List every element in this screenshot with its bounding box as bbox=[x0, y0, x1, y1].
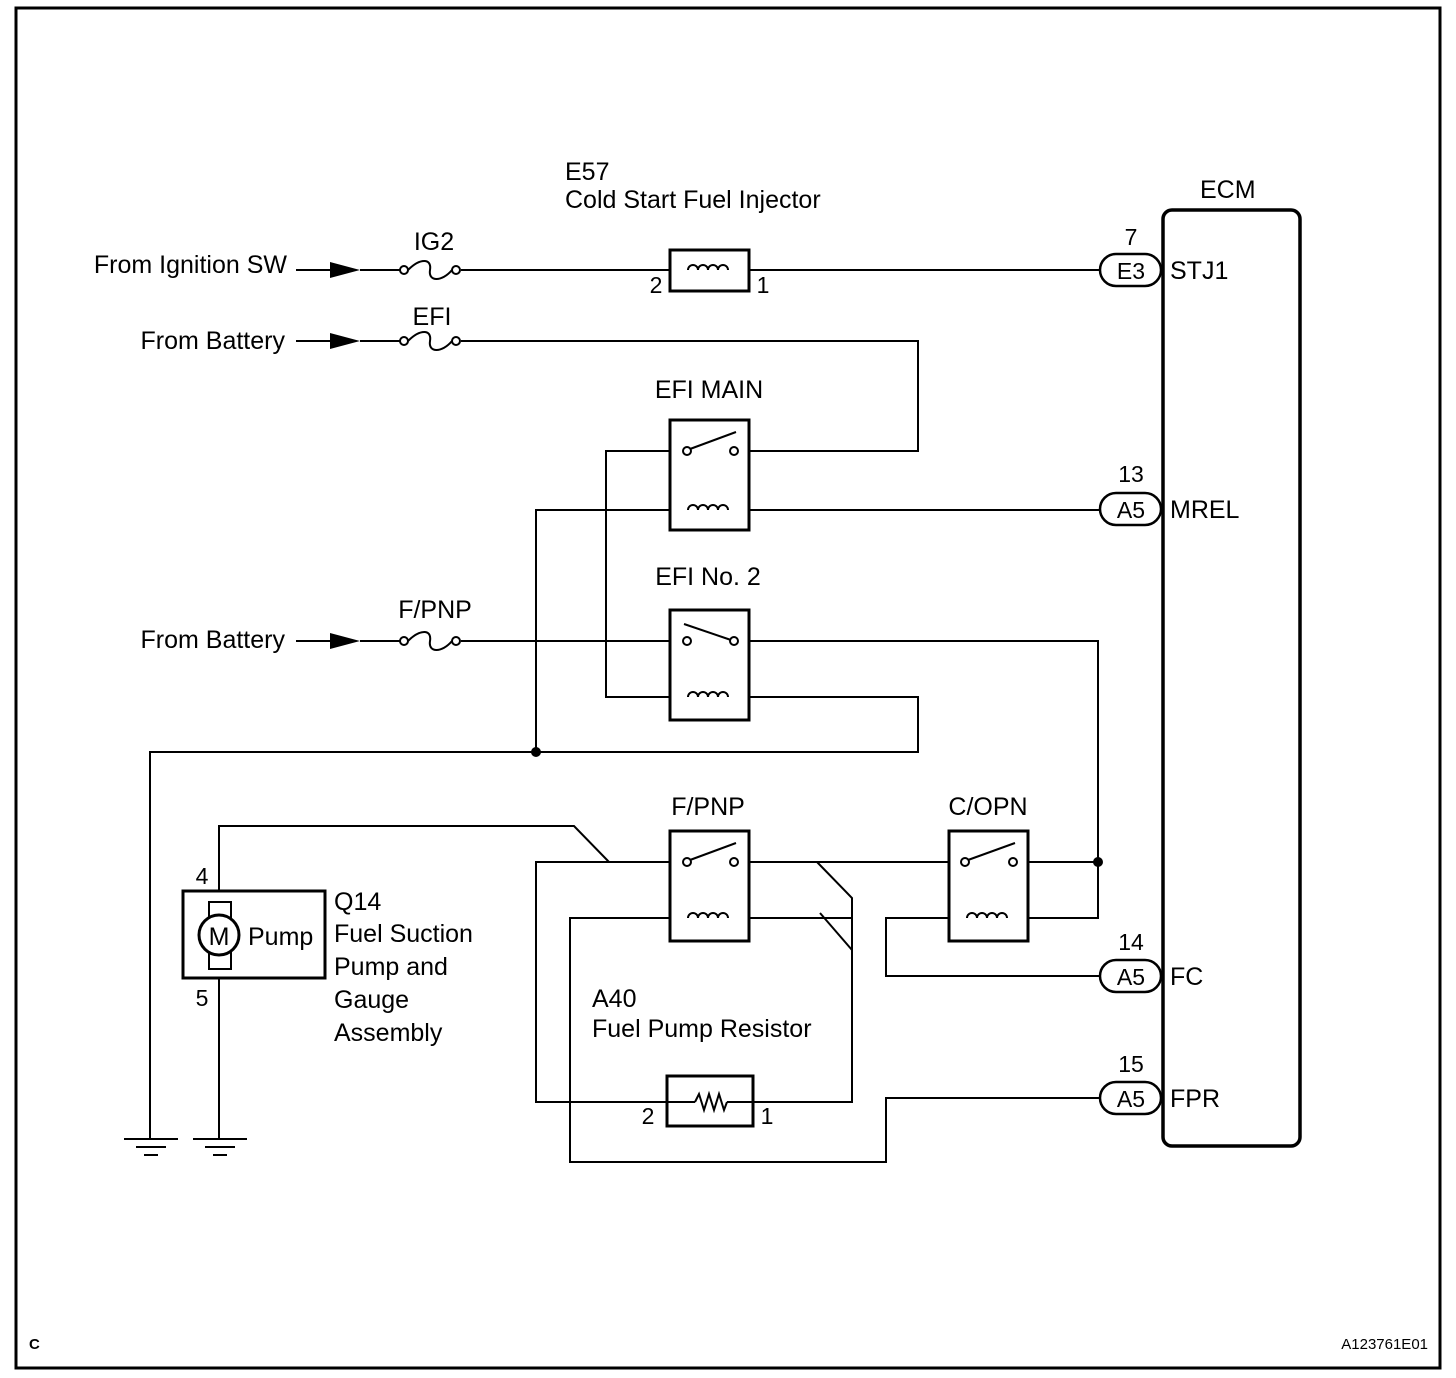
resistor-pin-right: 1 bbox=[761, 1103, 774, 1129]
ecm-pin-number: 15 bbox=[1118, 1051, 1144, 1077]
ecm-connector-code: A5 bbox=[1117, 1086, 1145, 1112]
ecm-connector-code: A5 bbox=[1117, 497, 1145, 523]
wiring bbox=[149, 269, 1100, 1163]
connector-a5-fc bbox=[1098, 958, 1163, 994]
injector-pin-in: 2 bbox=[650, 272, 663, 298]
connector-e3 bbox=[1098, 252, 1163, 288]
resistor-code: A40 bbox=[592, 985, 636, 1013]
ecm-pin-number: 14 bbox=[1118, 929, 1144, 955]
arrow-icon bbox=[330, 633, 360, 649]
fuse-efi-icon bbox=[399, 331, 461, 351]
injector-pin-out: 1 bbox=[757, 272, 770, 298]
fuel-suction-pump bbox=[181, 889, 327, 980]
motor-letter: M bbox=[209, 923, 230, 951]
from-battery-label: From Battery bbox=[141, 626, 286, 654]
ecm-signal-name: STJ1 bbox=[1170, 257, 1228, 285]
resistor-pin-left: 2 bbox=[642, 1103, 655, 1129]
pump-name-line: Gauge bbox=[334, 986, 409, 1014]
ecm-pin-number: 13 bbox=[1118, 461, 1144, 487]
fuse-efi-label: EFI bbox=[413, 303, 452, 331]
connector-a5-mrel bbox=[1098, 491, 1163, 527]
relay-fpnp-label: F/PNP bbox=[671, 793, 745, 821]
relay-efi-no2-label: EFI No. 2 bbox=[655, 563, 761, 591]
cold-start-injector bbox=[668, 248, 751, 293]
ecm-connector-code: E3 bbox=[1117, 258, 1145, 284]
pump-name-line: Fuel Suction bbox=[334, 920, 473, 948]
resistor-name: Fuel Pump Resistor bbox=[592, 1015, 812, 1043]
cold-start-name: Cold Start Fuel Injector bbox=[565, 186, 821, 214]
relay-efi-main-label: EFI MAIN bbox=[655, 376, 763, 404]
ground-icon bbox=[124, 1138, 178, 1156]
relay-efi-main bbox=[668, 418, 751, 532]
ground-icon bbox=[193, 1138, 247, 1156]
pump-name-line: Assembly bbox=[334, 1019, 443, 1047]
ecm-connector-code: A5 bbox=[1117, 964, 1145, 990]
relay-fpnp bbox=[668, 829, 751, 943]
figure-id: A123761E01 bbox=[1341, 1336, 1428, 1353]
corner-letter: C bbox=[29, 1336, 40, 1353]
from-battery-label: From Battery bbox=[141, 327, 286, 355]
motor-icon bbox=[197, 913, 241, 957]
from-ignition-label: From Ignition SW bbox=[94, 251, 288, 279]
fuel-pump-resistor bbox=[665, 1074, 755, 1128]
pump-code: Q14 bbox=[334, 888, 381, 916]
cold-start-code: E57 bbox=[565, 158, 609, 186]
ecm-signal-name: FPR bbox=[1170, 1085, 1220, 1113]
ecm-pin-number: 7 bbox=[1125, 224, 1138, 250]
relay-efi-no2 bbox=[668, 608, 751, 722]
arrow-icon bbox=[330, 333, 360, 349]
fuse-ig2-icon bbox=[399, 260, 461, 280]
junction-dot bbox=[1093, 857, 1103, 867]
relay-copn-label: C/OPN bbox=[948, 793, 1027, 821]
pump-text: Pump bbox=[248, 923, 313, 951]
ecm-title: ECM bbox=[1200, 176, 1256, 204]
fuse-fpnp-icon bbox=[399, 631, 461, 651]
arrow-icon bbox=[330, 262, 360, 278]
connector-a5-fpr bbox=[1098, 1080, 1163, 1116]
ecm-signal-name: FC bbox=[1170, 963, 1203, 991]
fuse-ig2-label: IG2 bbox=[414, 228, 454, 256]
relay-copn bbox=[947, 829, 1030, 943]
junction-dot bbox=[531, 747, 541, 757]
ecm-signal-name: MREL bbox=[1170, 496, 1240, 524]
pump-pin-bottom: 5 bbox=[196, 985, 209, 1011]
diagram-frame bbox=[14, 6, 1442, 1370]
pump-name-line: Pump and bbox=[334, 953, 448, 981]
fuse-fpnp-label: F/PNP bbox=[398, 596, 472, 624]
ecm-box bbox=[1161, 208, 1302, 1148]
pump-pin-top: 4 bbox=[196, 863, 209, 889]
